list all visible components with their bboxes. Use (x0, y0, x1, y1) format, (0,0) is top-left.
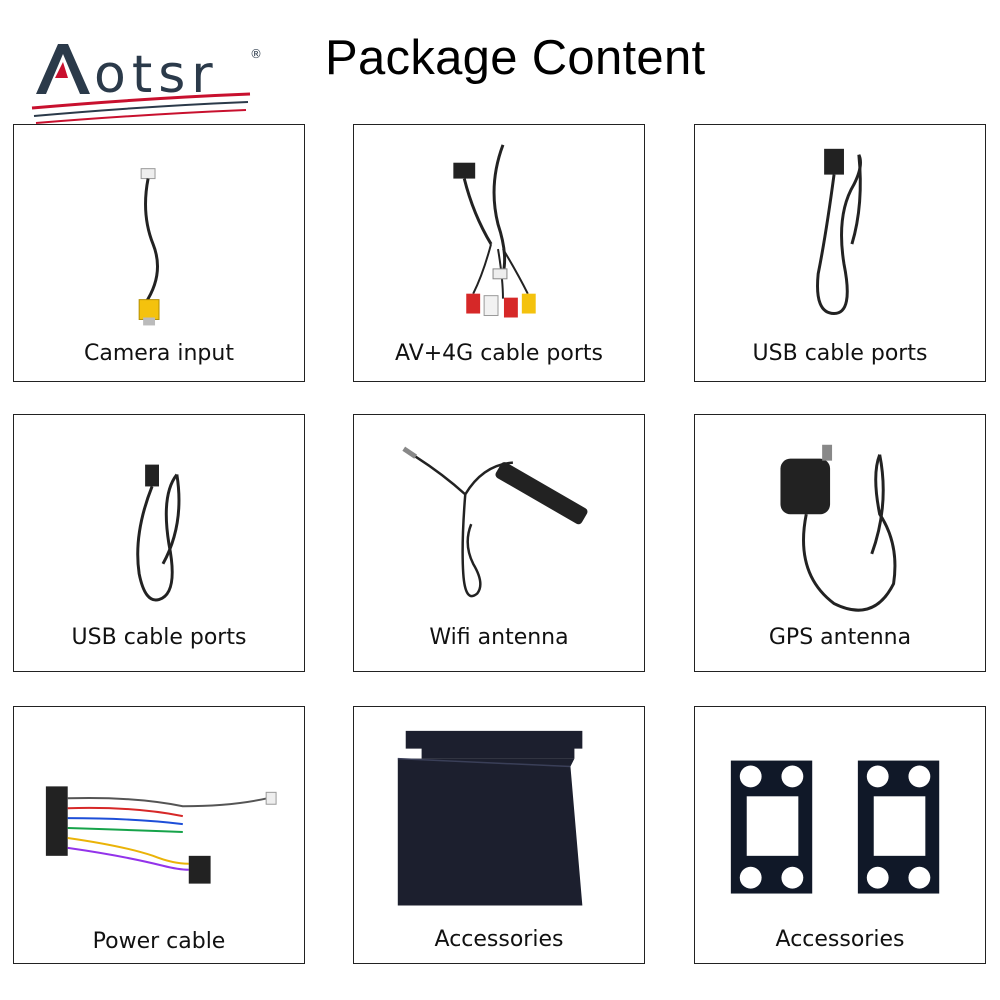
item-card-av-4g-cable: AV+4G cable ports (353, 124, 645, 382)
aotsr-logo-icon: otsr ® (31, 44, 262, 124)
item-card-gps-antenna: GPS antenna (694, 414, 986, 672)
item-label: USB cable ports (752, 341, 928, 366)
item-label: Power cable (92, 929, 226, 954)
item-label: USB cable ports (71, 625, 247, 650)
brand-logo: otsr ® (28, 36, 268, 131)
usb-cable-icon (816, 148, 862, 316)
item-card-camera-input: Camera input (13, 124, 305, 382)
item-label: Accessories (434, 927, 564, 952)
svg-text:®: ® (250, 47, 262, 61)
page-title: Package Content (325, 31, 706, 85)
av-4g-cable-icon (453, 144, 536, 318)
item-card-power-cable: Power cable (13, 706, 305, 964)
power-cable-icon (45, 786, 277, 884)
item-label: AV+4G cable ports (395, 341, 603, 366)
svg-text:otsr: otsr (94, 45, 219, 105)
item-card-usb-cable-2: USB cable ports (13, 414, 305, 672)
camera-input-cable-icon (138, 168, 160, 326)
item-card-mounting-bracket: Accessories (353, 706, 645, 964)
item-label: GPS antenna (768, 625, 912, 650)
item-label: Camera input (84, 341, 234, 366)
wifi-antenna-icon (402, 446, 588, 598)
item-label: Wifi antenna (429, 625, 569, 650)
gps-antenna-icon (780, 444, 897, 612)
item-card-usb-cable-1: USB cable ports (694, 124, 986, 382)
mounting-bracket-icon (397, 730, 583, 906)
usb-cable-icon (136, 464, 181, 602)
item-card-wifi-antenna: Wifi antenna (353, 414, 645, 672)
item-label: Accessories (775, 927, 905, 952)
trim-frame-icon (730, 760, 940, 894)
item-card-trim-frame: Accessories (694, 706, 986, 964)
